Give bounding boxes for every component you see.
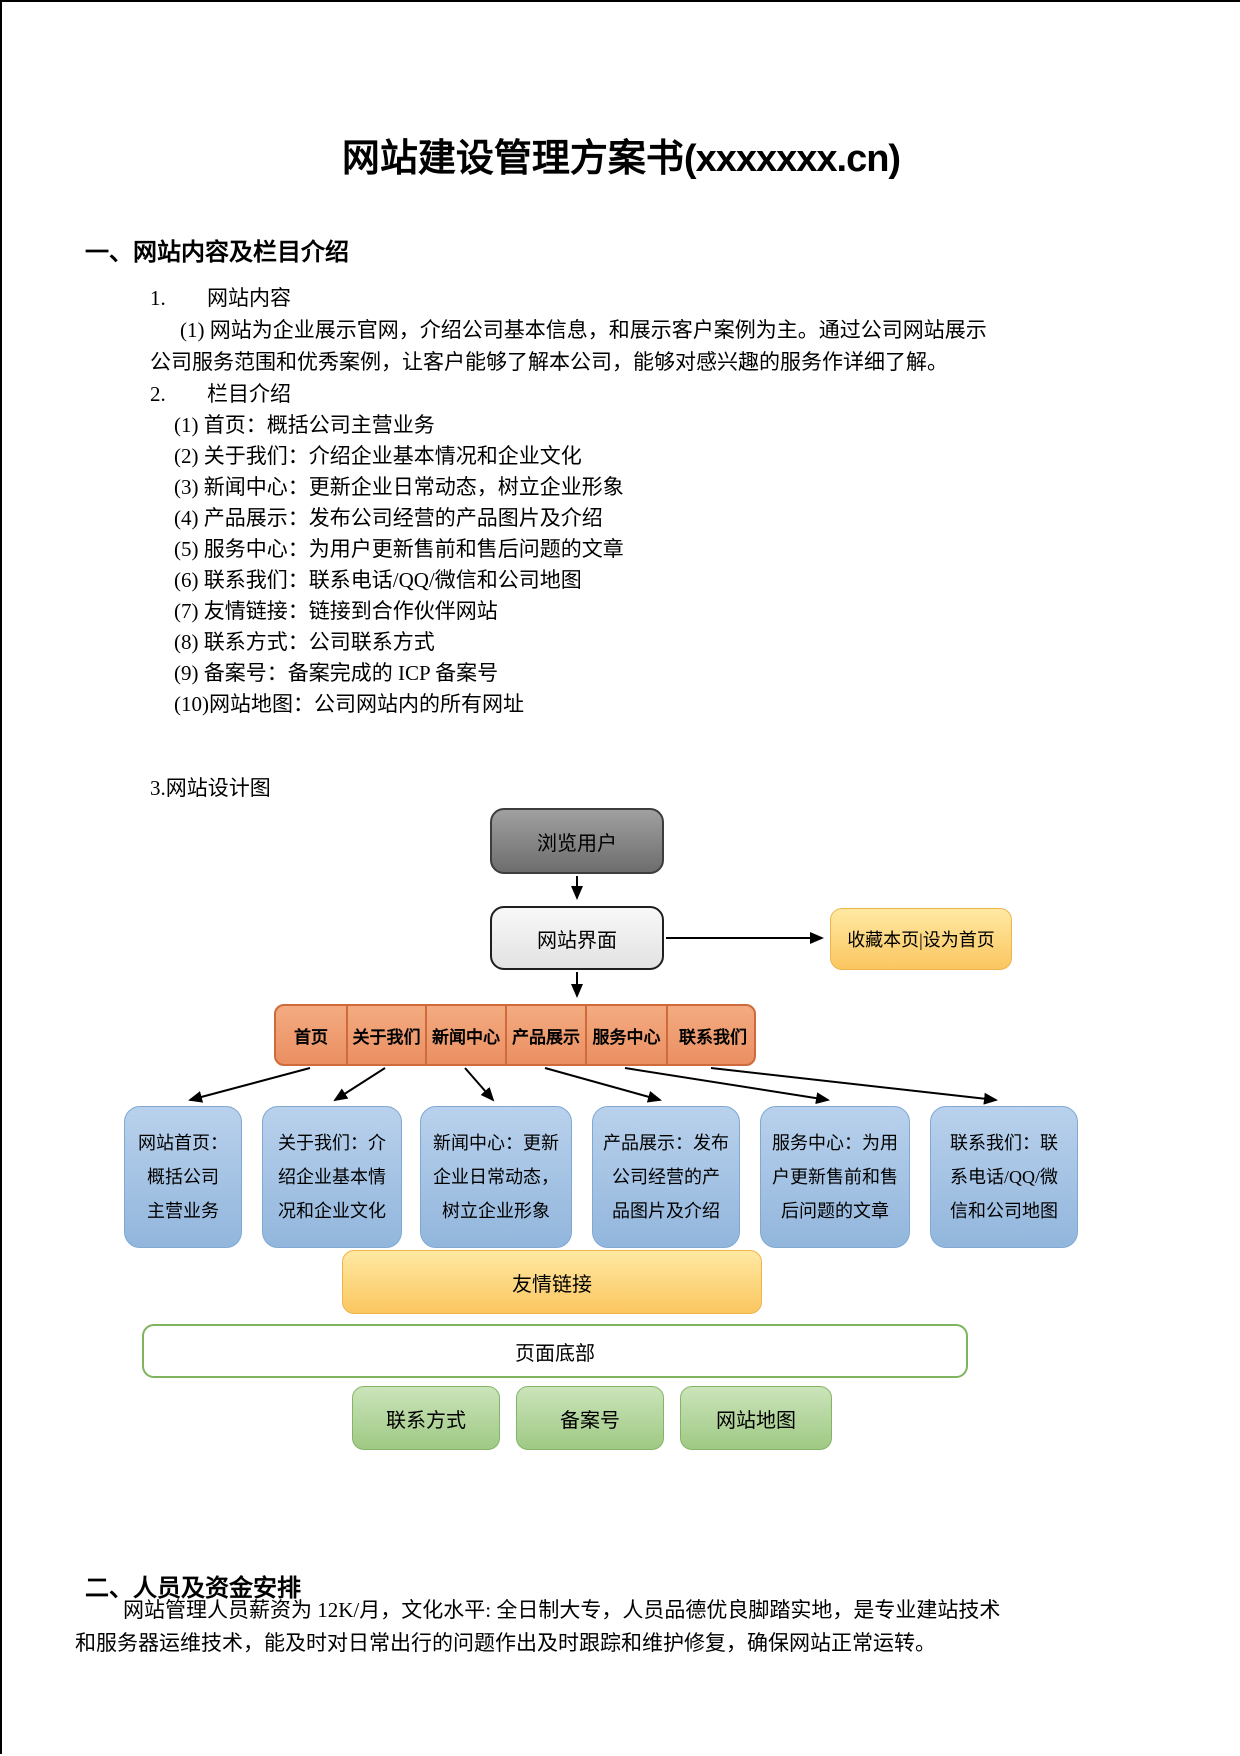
column-item-7: (7) 友情链接：链接到合作伙伴网站 (174, 599, 498, 623)
list-item-2: 2. 栏目介绍 (150, 378, 1150, 410)
detail-news-line2: 企业日常动态， (433, 1167, 559, 1187)
node-detail-contact: 联系我们：联 系电话/QQ/微 信和公司地图 (930, 1106, 1078, 1248)
nav-cell-news: 新闻中心 (427, 1006, 507, 1064)
node-detail-about: 关于我们：介 绍企业基本情 况和企业文化 (262, 1106, 402, 1248)
detail-about-line1: 关于我们：介 (278, 1133, 386, 1153)
page-title-zh: 网站建设管理方案书 (341, 138, 684, 181)
section1-heading: 一、网站内容及栏目介绍 (85, 239, 349, 266)
nav-cell-products: 产品展示 (507, 1006, 587, 1064)
nav-cell-contact: 联系我们 (679, 1027, 747, 1047)
detail-products-line2: 公司经营的产 (612, 1167, 720, 1187)
columns-list: (1) 首页：概括公司主营业务 (2) 关于我们：介绍企业基本情况和企业文化 (… (150, 410, 1150, 720)
detail-about-line2: 绍企业基本情 (278, 1167, 386, 1187)
detail-service-line3: 后问题的文章 (781, 1201, 889, 1221)
node-detail-news: 新闻中心：更新 企业日常动态， 树立企业形象 (420, 1106, 572, 1248)
detail-contact-line3: 信和公司地图 (950, 1201, 1058, 1221)
detail-service-line2: 户更新售前和售 (772, 1167, 898, 1187)
detail-home-line3: 主营业务 (147, 1201, 219, 1221)
column-item-1: (1) 首页：概括公司主营业务 (174, 413, 435, 437)
section2-heading: 二、人员及资金安排 (85, 1575, 301, 1602)
node-nav-bar: 首页 关于我们 新闻中心 产品展示 服务中心 联系我们 (274, 1004, 756, 1066)
section2-paragraph-line1: 网站管理人员薪资为 12K/月，文化水平: 全日制大专，人员品德优良脚踏实地，是… (123, 1598, 1001, 1622)
list-item-1-number: 1. (150, 286, 166, 310)
item1-paragraph-line1: (1) 网站为企业展示官网，介绍公司基本信息，和展示客户案例为主。通过公司网站展… (180, 318, 987, 342)
node-friend-links: 友情链接 (342, 1250, 762, 1314)
detail-news-line1: 新闻中心：更新 (433, 1133, 559, 1153)
node-website-interface: 网站界面 (490, 906, 664, 970)
detail-contact-line1: 联系我们：联 (950, 1133, 1058, 1153)
list-item-1: 1. 网站内容 (150, 282, 1150, 314)
nav-cell-about: 关于我们 (348, 1006, 427, 1064)
node-browsing-user: 浏览用户 (490, 808, 664, 874)
column-item-3: (3) 新闻中心：更新企业日常动态，树立企业形象 (174, 475, 624, 499)
column-item-6: (6) 联系我们：联系电话/QQ/微信和公司地图 (174, 568, 582, 592)
column-item-5: (5) 服务中心：为用户更新售前和售后问题的文章 (174, 537, 624, 561)
node-sitemap: 网站地图 (680, 1386, 832, 1450)
section1-body: 1. 网站内容 (1) 网站为企业展示官网，介绍公司基本信息，和展示客户案例为主。… (150, 282, 1150, 804)
page-title-domain: (xxxxxxx.cn) (683, 138, 901, 181)
detail-home-line2: 概括公司 (147, 1167, 219, 1187)
node-icp-number: 备案号 (516, 1386, 664, 1450)
nav-cell-service: 服务中心 (587, 1006, 668, 1064)
column-item-10: (10)网站地图：公司网站内的所有网址 (174, 692, 524, 716)
item1-paragraph-line2: 公司服务范围和优秀案例，让客户能够了解本公司，能够对感兴趣的服务作详细了解。 (150, 350, 948, 374)
column-item-4: (4) 产品展示：发布公司经营的产品图片及介绍 (174, 506, 603, 530)
column-item-2: (2) 关于我们：介绍企业基本情况和企业文化 (174, 444, 582, 468)
detail-service-line1: 服务中心：为用 (772, 1133, 898, 1153)
list-item-1-label: 网站内容 (207, 286, 291, 310)
page-title: 网站建设管理方案书(xxxxxxx.cn) (2, 127, 1240, 182)
list-item-2-label: 栏目介绍 (207, 382, 291, 406)
section2-body: 网站管理人员薪资为 12K/月，文化水平: 全日制大专，人员品德优良脚踏实地，是… (75, 1594, 1183, 1660)
design-diagram-label: 3.网站设计图 (150, 776, 271, 800)
node-detail-service: 服务中心：为用 户更新售前和售 后问题的文章 (760, 1106, 910, 1248)
detail-news-line3: 树立企业形象 (442, 1201, 550, 1221)
column-item-8: (8) 联系方式：公司联系方式 (174, 630, 435, 654)
detail-about-line3: 况和企业文化 (278, 1201, 386, 1221)
detail-products-line1: 产品展示：发布 (603, 1133, 729, 1153)
node-contact-info: 联系方式 (352, 1386, 500, 1450)
node-page-footer: 页面底部 (142, 1324, 968, 1378)
list-item-2-number: 2. (150, 382, 166, 406)
detail-contact-line2: 系电话/QQ/微 (950, 1167, 1058, 1187)
column-item-9: (9) 备案号：备案完成的 ICP 备案号 (174, 661, 499, 685)
node-detail-home: 网站首页： 概括公司 主营业务 (124, 1106, 242, 1248)
detail-home-line1: 网站首页： (138, 1133, 228, 1153)
detail-products-line3: 品图片及介绍 (612, 1201, 720, 1221)
section2-paragraph-line2: 和服务器运维技术，能及时对日常出行的问题作出及时跟踪和维护修复，确保网站正常运转… (75, 1631, 936, 1655)
node-bookmark-sethome: 收藏本页|设为首页 (830, 908, 1012, 970)
node-detail-products: 产品展示：发布 公司经营的产 品图片及介绍 (592, 1106, 740, 1248)
nav-cell-home: 首页 (276, 1006, 348, 1064)
